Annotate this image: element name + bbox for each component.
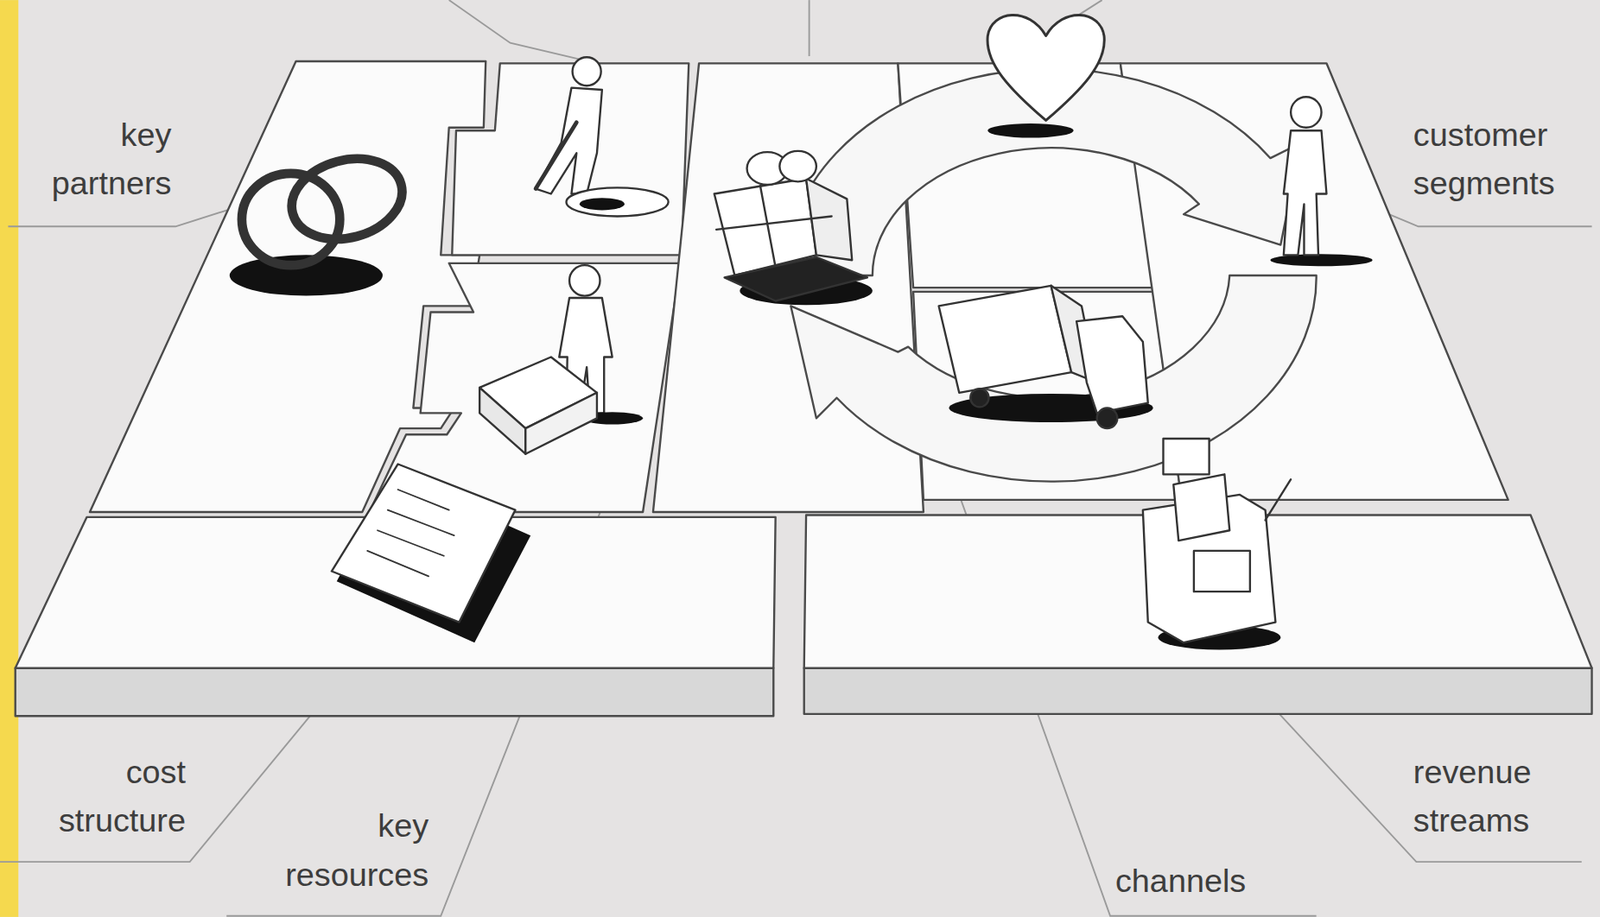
digger-body	[535, 88, 603, 195]
text-line	[398, 489, 450, 511]
register-keys	[1193, 551, 1251, 592]
tile-side	[804, 668, 1593, 715]
callout-label: customer segments	[1413, 110, 1556, 209]
truck-cab	[1076, 316, 1149, 413]
callout-label: cost structure	[58, 748, 186, 846]
leader-line	[7, 202, 253, 227]
gift-ribbon	[760, 185, 776, 267]
machine-side	[525, 393, 597, 455]
person-head	[569, 265, 600, 296]
activities-tile	[451, 63, 689, 255]
gift-bow	[779, 151, 817, 182]
person-head	[572, 57, 602, 86]
document-icon	[331, 463, 516, 623]
hole	[566, 187, 669, 216]
truck-wheel	[1097, 408, 1118, 430]
leader-line	[449, 0, 580, 60]
document-lines	[367, 489, 454, 577]
leader-line	[808, 0, 811, 57]
leader-line	[1079, 0, 1103, 15]
pallet	[724, 257, 868, 302]
shadow	[579, 197, 625, 210]
truck-wheel	[970, 388, 989, 407]
truck-cargo	[939, 285, 1073, 394]
machine-side	[479, 387, 526, 455]
person-body	[1283, 130, 1327, 255]
register-display	[1162, 438, 1209, 475]
callout-label: key partners	[51, 110, 172, 209]
register-crank	[1265, 479, 1292, 521]
accent-strip	[0, 0, 19, 917]
text-line	[377, 530, 445, 557]
heart-icon	[987, 14, 1105, 121]
callout-label: key resources	[285, 801, 429, 900]
person-head	[1290, 96, 1321, 127]
tile-side	[15, 668, 775, 718]
register-screen	[1173, 474, 1230, 541]
gift-ribbon	[716, 215, 832, 229]
shadow	[987, 123, 1074, 139]
canvas-tiles	[15, 61, 1593, 717]
callout-label: revenue streams	[1413, 748, 1532, 846]
cycle-arrows	[785, 69, 1316, 483]
ring-icon	[282, 146, 412, 251]
callout-label: channels	[1115, 857, 1246, 907]
cycle-arrow	[790, 275, 1316, 483]
text-line	[367, 551, 429, 578]
shovel	[535, 122, 577, 190]
icons	[229, 14, 1373, 650]
text-line	[387, 510, 455, 537]
